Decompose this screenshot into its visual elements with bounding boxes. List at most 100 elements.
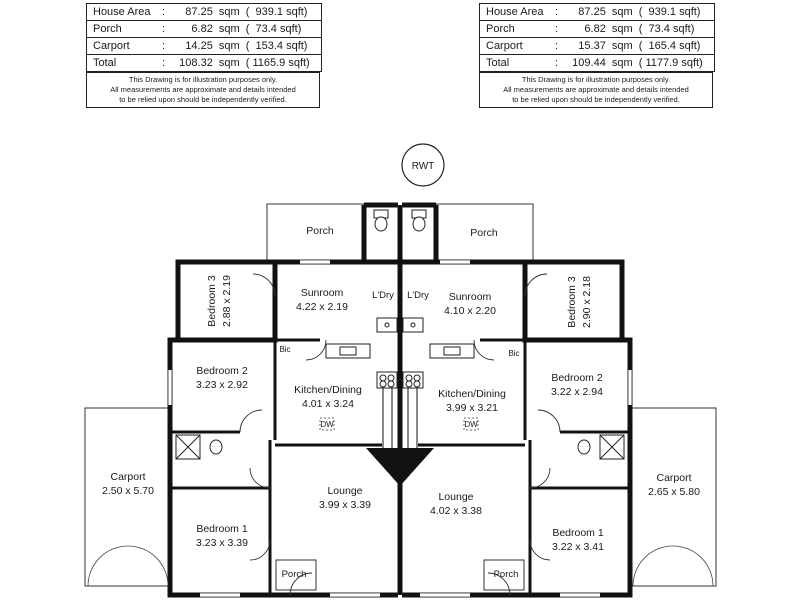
area-label: Carport <box>93 40 130 52</box>
door-swings <box>239 273 561 596</box>
carport-right-dim: 2.65 x 5.80 <box>648 486 700 498</box>
area-row-total: Total : 109.44 sqm ( 1177.9 sqft) <box>480 55 714 71</box>
porch-bottom-right: Porch <box>494 569 519 580</box>
right-disclaimer: This Drawing is for illustration purpose… <box>479 72 713 108</box>
bic-right: Bic <box>508 349 519 358</box>
area-sqm: 14.25 sqm <box>185 40 240 52</box>
area-row-porch: Porch : 6.82 sqm ( 73.4 sqft) <box>480 21 714 38</box>
left-disclaimer: This Drawing is for illustration purpose… <box>86 72 320 108</box>
laundry-left: L'Dry <box>372 290 394 301</box>
carport-left-name: Carport <box>110 471 145 483</box>
toilets <box>373 209 427 232</box>
bedroom2-right-dim: 3.22 x 2.94 <box>551 386 603 398</box>
kitchen-benches <box>325 343 475 389</box>
area-colon: : <box>554 40 558 52</box>
area-row-house: House Area : 87.25 sqm ( 939.1 sqft) <box>87 4 321 21</box>
area-colon: : <box>161 6 165 18</box>
area-colon: : <box>161 40 165 52</box>
bedroom2-left-dim: 3.23 x 2.92 <box>196 379 248 391</box>
area-sqm: 108.32 sqm <box>179 57 240 69</box>
disclaimer-line: to be relied upon should be independentl… <box>512 95 680 104</box>
area-label: Porch <box>93 23 122 35</box>
disclaimer-line: This Drawing is for illustration purpose… <box>128 75 278 84</box>
rwt-tank <box>401 143 445 187</box>
left-area-table: House Area : 87.25 sqm ( 939.1 sqft) Por… <box>86 3 322 72</box>
windows <box>168 260 632 597</box>
area-sqft: ( 165.4 sqft) <box>638 40 701 52</box>
bic-left: Bic <box>279 345 290 354</box>
area-label: House Area <box>93 6 151 18</box>
area-colon: : <box>161 23 165 35</box>
central-chimney <box>366 448 434 486</box>
carport-right-name: Carport <box>656 472 691 484</box>
dw-boxes <box>319 417 479 431</box>
laundry-right: L'Dry <box>407 290 429 301</box>
bedroom1-left-name: Bedroom 1 <box>196 523 248 535</box>
bathrooms <box>175 434 625 460</box>
central-column <box>382 371 418 451</box>
rwt-label: RWT <box>412 161 435 172</box>
area-sqm: 87.25 sqm <box>578 6 633 18</box>
sunroom-right-name: Sunroom <box>449 291 492 303</box>
bedroom1-right-dim: 3.22 x 3.41 <box>552 541 604 553</box>
bedroom3-right-dim: 2.90 x 2.18 <box>581 276 593 328</box>
disclaimer-line: All measurements are approximate and det… <box>503 85 689 94</box>
kitchen-right-name: Kitchen/Dining <box>438 388 506 400</box>
bedroom2-left-name: Bedroom 2 <box>196 365 248 377</box>
carport-left-dim: 2.50 x 5.70 <box>102 485 154 497</box>
area-colon: : <box>554 57 558 69</box>
bedroom1-left-dim: 3.23 x 3.39 <box>196 537 248 549</box>
area-sqm: 6.82 sqm <box>191 23 240 35</box>
dw-label-left: DW <box>320 420 334 429</box>
area-sqft: ( 1177.9 sqft) <box>638 57 703 69</box>
area-label: Porch <box>486 23 515 35</box>
area-label: House Area <box>486 6 544 18</box>
area-sqft: ( 939.1 sqft) <box>638 6 701 18</box>
lounge-right-dim: 4.02 x 3.38 <box>430 505 482 517</box>
area-label: Total <box>93 57 117 69</box>
area-colon: : <box>161 57 165 69</box>
area-sqft: ( 73.4 sqft) <box>638 23 695 35</box>
sunroom-left-name: Sunroom <box>301 287 344 299</box>
area-sqm: 15.37 sqm <box>578 40 633 52</box>
lounge-left-dim: 3.99 x 3.39 <box>319 499 371 511</box>
lounge-right-name: Lounge <box>438 491 473 503</box>
carport-gates <box>87 545 714 587</box>
area-sqft: ( 939.1 sqft) <box>245 6 308 18</box>
kitchen-left-dim: 4.01 x 3.24 <box>302 398 354 410</box>
area-colon: : <box>554 6 558 18</box>
kitchen-left-name: Kitchen/Dining <box>294 384 362 396</box>
interior-walls <box>170 338 630 595</box>
porch-top-left: Porch <box>306 225 334 237</box>
porch-top-right: Porch <box>470 227 498 239</box>
porch-bottom-left: Porch <box>282 569 307 580</box>
dw-label-right: DW <box>464 420 478 429</box>
area-sqm: 87.25 sqm <box>185 6 240 18</box>
area-row-carport: Carport : 14.25 sqm ( 153.4 sqft) <box>87 38 321 55</box>
window-frames <box>167 259 633 598</box>
area-row-carport: Carport : 15.37 sqm ( 165.4 sqft) <box>480 38 714 55</box>
disclaimer-line: This Drawing is for illustration purpose… <box>521 75 671 84</box>
bedroom3-left-name: Bedroom 3 <box>206 275 218 327</box>
right-area-table: House Area : 87.25 sqm ( 939.1 sqft) Por… <box>479 3 715 72</box>
sunroom-left-dim: 4.22 x 2.19 <box>296 301 348 313</box>
area-row-house: House Area : 87.25 sqm ( 939.1 sqft) <box>480 4 714 21</box>
area-sqft: ( 1165.9 sqft) <box>245 57 310 69</box>
area-sqm: 6.82 sqm <box>584 23 633 35</box>
disclaimer-line: All measurements are approximate and det… <box>110 85 296 94</box>
lounge-left-name: Lounge <box>327 485 362 497</box>
area-sqft: ( 73.4 sqft) <box>245 23 302 35</box>
area-sqm: 109.44 sqm <box>572 57 633 69</box>
disclaimer-line: to be relied upon should be independentl… <box>119 95 287 104</box>
area-label: Total <box>486 57 510 69</box>
area-row-total: Total : 108.32 sqm ( 1165.9 sqft) <box>87 55 321 71</box>
bedroom1-right-name: Bedroom 1 <box>552 527 604 539</box>
area-row-porch: Porch : 6.82 sqm ( 73.4 sqft) <box>87 21 321 38</box>
area-colon: : <box>554 23 558 35</box>
bedroom3-left-dim: 2.88 x 2.19 <box>221 275 233 327</box>
area-sqft: ( 153.4 sqft) <box>245 40 308 52</box>
sunroom-right-dim: 4.10 x 2.20 <box>444 305 496 317</box>
bedroom2-right-name: Bedroom 2 <box>551 372 603 384</box>
bedroom3-right-name: Bedroom 3 <box>566 276 578 328</box>
